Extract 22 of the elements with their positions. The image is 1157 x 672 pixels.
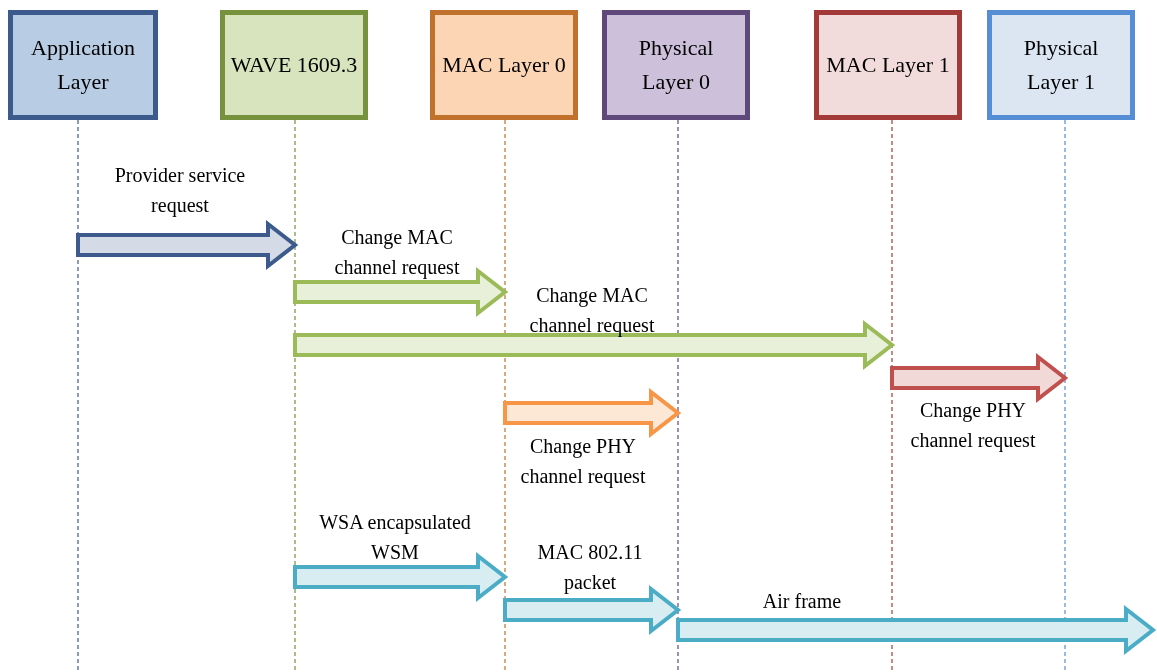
block-arrow bbox=[293, 266, 509, 318]
layer-box: Application Layer bbox=[8, 10, 158, 120]
layer-box: MAC Layer 0 bbox=[430, 10, 578, 120]
block-arrow bbox=[503, 387, 682, 439]
block-arrow bbox=[676, 604, 1157, 656]
edge-label: Change MAC channel request bbox=[333, 225, 461, 281]
edge-label: Change PHY channel request bbox=[519, 434, 647, 490]
block-arrow bbox=[890, 352, 1069, 404]
layer-box: Physical Layer 0 bbox=[602, 10, 750, 120]
edge-label: Change PHY channel request bbox=[909, 398, 1037, 454]
block-arrow bbox=[293, 551, 509, 603]
edge-label: Provider service request bbox=[113, 163, 247, 219]
block-arrow bbox=[293, 319, 896, 371]
layer-box: Physical Layer 1 bbox=[987, 10, 1135, 120]
block-arrow bbox=[76, 219, 299, 271]
edge-label: Change MAC channel request bbox=[528, 283, 656, 339]
layer-box: MAC Layer 1 bbox=[814, 10, 962, 120]
block-arrow bbox=[503, 584, 682, 636]
edge-label: WSA encapsulated WSM bbox=[318, 510, 472, 565]
edge-label: Air frame bbox=[761, 589, 843, 614]
layer-box: WAVE 1609.3 bbox=[220, 10, 368, 120]
edge-label: MAC 802.11 packet bbox=[536, 540, 644, 596]
